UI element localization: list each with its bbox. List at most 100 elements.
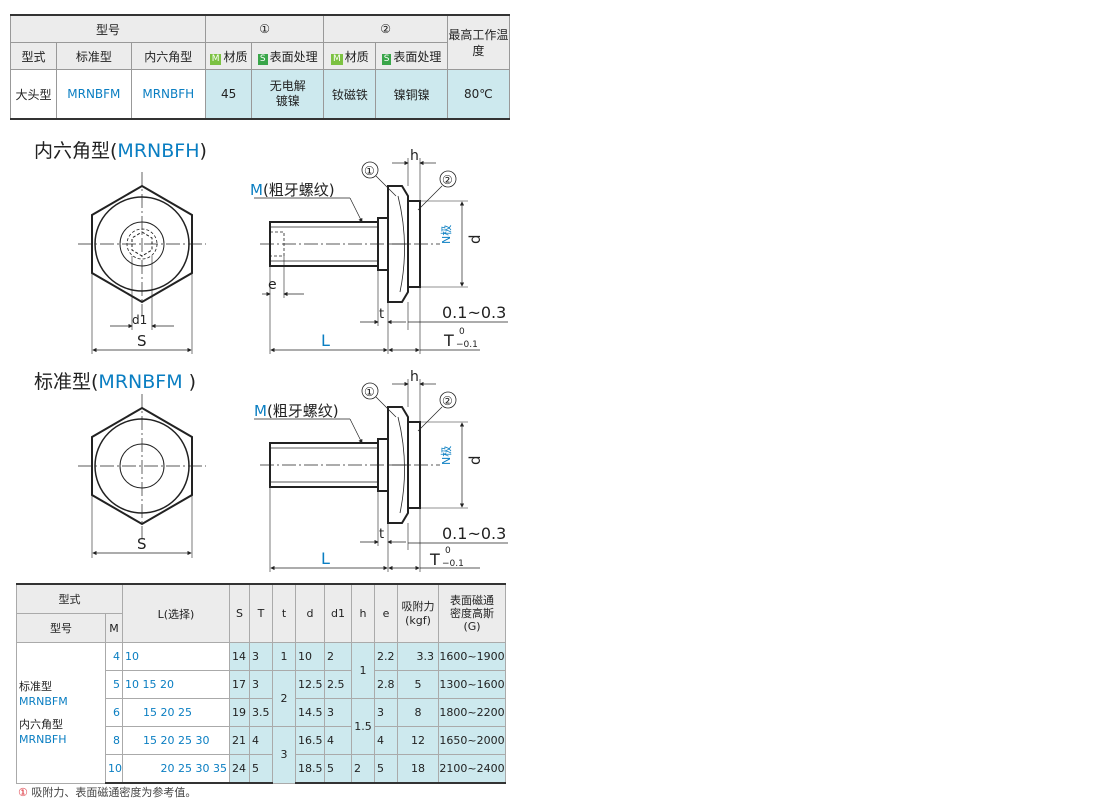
- surface-label: 表面处理: [393, 49, 442, 64]
- note-text: 吸附力、表面磁通密度为参考值。: [31, 786, 197, 799]
- hex-front-view-hexsocket: [78, 172, 206, 354]
- cell-S: 17: [229, 670, 250, 699]
- cell-h: 1: [351, 642, 375, 699]
- cell-e: 3: [374, 698, 398, 727]
- table-row: 6 15 20 25 19 3.5 14.5 3 1.5 3 8 1800~22…: [17, 698, 506, 755]
- tol-lower: −0.1: [442, 559, 464, 569]
- cell-T: 3.5: [249, 698, 273, 727]
- spec-header-model: 型号: [10, 14, 206, 43]
- cell-d1: 2.5: [324, 670, 352, 699]
- data-header-flux: 表面磁通密度高斯(G): [438, 583, 506, 643]
- label-t: t: [379, 527, 384, 542]
- data-type-cell: 标准型 MRNBFM 内六角型 MRNBFH: [16, 642, 106, 784]
- label-L: L: [321, 331, 330, 350]
- section-code: MRNBFM: [98, 371, 183, 393]
- section-suffix: ): [182, 371, 197, 393]
- surface-tag: S: [257, 53, 268, 65]
- cell-T: 4: [249, 726, 273, 755]
- label-L: L: [321, 549, 330, 568]
- callout-1: ①: [364, 385, 375, 399]
- material-label: 材质: [223, 49, 248, 64]
- label-n-pole: N极: [439, 446, 453, 465]
- cell-M: 8: [105, 726, 123, 755]
- tol-upper: 0: [445, 546, 451, 556]
- thread-label: M(粗牙螺纹): [254, 402, 339, 420]
- spec-header-part2: ②: [323, 14, 448, 43]
- data-header-e: e: [374, 583, 398, 643]
- table-row: 10 20 25 30 35 24 5 18.5 5 2 5 18 2100~2…: [17, 754, 506, 784]
- cell-L: 20 25 30 35: [122, 754, 230, 784]
- spec-header-standard: 标准型: [56, 42, 132, 70]
- cell-flux: 1800~2200: [438, 698, 506, 727]
- cell-L: 15 20 25 30: [122, 726, 230, 755]
- spec-row-hex[interactable]: MRNBFH: [130, 69, 206, 120]
- spec-header-maxtemp: 最高工作温度: [446, 14, 511, 70]
- label-S: S: [137, 535, 147, 553]
- cell-M: 6: [105, 698, 123, 727]
- spec-row-standard[interactable]: MRNBFM: [56, 69, 132, 120]
- table-row: 标准型 MRNBFM 内六角型 MRNBFH 4 10 14 3 1 10 2 …: [16, 642, 506, 784]
- thread-label: M(粗牙螺纹): [250, 181, 335, 199]
- label-d: d: [466, 234, 484, 244]
- cell-flux: 1600~1900: [438, 642, 506, 671]
- data-header-T: T: [249, 583, 273, 643]
- cell-e: 2.2: [374, 642, 398, 671]
- cell-T: 3: [249, 642, 273, 671]
- type-standard: 标准型: [19, 679, 52, 693]
- label-t: t: [379, 307, 384, 322]
- cell-M: 5: [105, 670, 123, 699]
- side-view-standard: [254, 379, 508, 572]
- cell-d: 18.5: [295, 754, 325, 784]
- label-h: h: [410, 369, 419, 385]
- cell-flux: 1650~2000: [438, 726, 506, 755]
- force-label: 吸附力: [401, 599, 435, 613]
- cell-d1: 3: [324, 698, 352, 727]
- spec-header-hex: 内六角型: [130, 42, 206, 70]
- cell-L: 15 20 25: [122, 698, 230, 727]
- force-unit: (kgf): [405, 613, 431, 627]
- cell-t: 2: [272, 670, 296, 727]
- callout-2: ②: [442, 394, 453, 408]
- label-gap: 0.1~0.3: [442, 303, 506, 322]
- data-header-force: 吸附力(kgf): [397, 583, 439, 643]
- hex-front-view-standard: [78, 394, 206, 558]
- cell-h: 1.5: [351, 698, 375, 755]
- data-header-d: d: [295, 583, 325, 643]
- label-d: d: [466, 455, 484, 465]
- flux-unit: (G): [463, 620, 481, 633]
- label-d1: d1: [132, 313, 147, 327]
- data-header-h: h: [351, 583, 375, 643]
- cell-e: 2.8: [374, 670, 398, 699]
- spec-row-surface1: 无电解镀镍: [251, 69, 325, 120]
- material-tag: M: [209, 53, 222, 65]
- surface-label: 表面处理: [269, 49, 318, 64]
- material-tag: M: [330, 53, 343, 65]
- cell-M: 4: [105, 642, 123, 671]
- callout-2: ②: [442, 173, 453, 187]
- data-header-type: 型式: [16, 583, 123, 614]
- code-hex[interactable]: MRNBFH: [19, 732, 67, 746]
- cell-d: 10: [295, 642, 325, 671]
- cell-L: 10: [122, 642, 230, 671]
- spec-row-surface2: 镍铜镍: [375, 69, 448, 120]
- label-h: h: [410, 148, 419, 164]
- dimension-table: 型式 L(选择) S T t d d1 h e 吸附力(kgf) 表面磁通密度高…: [16, 583, 506, 784]
- spec-row-material2: 钕磁铁: [323, 69, 377, 120]
- cell-d: 16.5: [295, 726, 325, 755]
- cell-T: 3: [249, 670, 273, 699]
- cell-M: 10: [105, 754, 123, 784]
- side-view-hexsocket: [254, 158, 508, 354]
- data-header-d1: d1: [324, 583, 352, 643]
- cell-S: 24: [229, 754, 250, 784]
- section-prefix: 标准型(: [34, 371, 99, 393]
- footnote: ① 吸附力、表面磁通密度为参考值。: [18, 784, 196, 800]
- tol-lower: −0.1: [456, 340, 478, 350]
- cell-e: 5: [374, 754, 398, 784]
- cell-T: 5: [249, 754, 273, 784]
- cell-force: 5: [397, 670, 439, 699]
- data-header-t: t: [272, 583, 296, 643]
- spec-row-material1: 45: [204, 69, 253, 120]
- cell-force: 8: [397, 698, 439, 727]
- code-standard[interactable]: MRNBFM: [19, 694, 68, 708]
